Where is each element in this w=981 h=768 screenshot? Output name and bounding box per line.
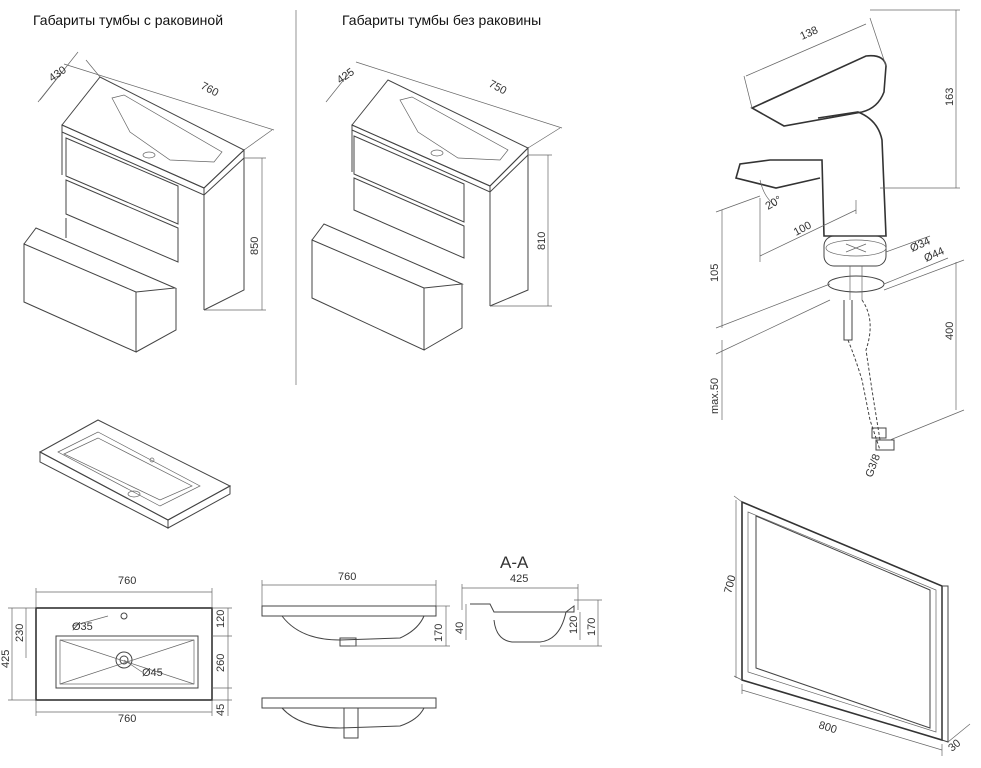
- section-rim: 40: [454, 622, 466, 634]
- mirror-drawing: 700 800 30: [722, 495, 971, 756]
- section-label: A-A: [500, 553, 529, 572]
- sink-side-view: 760 170: [261, 571, 450, 739]
- faucet-spout-height: 105: [709, 264, 721, 282]
- dim-height-with-sink: 850: [249, 237, 261, 255]
- plan-seg-a: 120: [215, 610, 227, 628]
- plan-width-top: 760: [118, 575, 136, 587]
- faucet-length: 138: [798, 24, 820, 42]
- faucet-height-top: 163: [944, 88, 956, 106]
- mirror-height: 700: [722, 574, 738, 595]
- dim-height-without-sink: 810: [536, 232, 548, 250]
- dim-width-without-sink: 750: [487, 78, 509, 97]
- dim-width-with-sink: 760: [199, 80, 221, 99]
- section-a-a: A-A 425 40 120 170: [454, 553, 602, 647]
- plan-width-bottom: 760: [118, 713, 136, 725]
- sink-isometric: [38, 419, 232, 529]
- side-width: 760: [338, 571, 356, 583]
- mirror-thickness: 30: [946, 737, 963, 754]
- section-bowl: 120: [568, 616, 580, 634]
- section-total: 170: [586, 618, 598, 636]
- faucet-thread: G3/8: [864, 453, 883, 480]
- plan-hole-tap: Ø35: [72, 621, 93, 633]
- section-depth: 425: [510, 573, 528, 585]
- plan-seg-c: 45: [215, 704, 227, 716]
- dim-depth-without-sink: 425: [335, 66, 357, 86]
- sink-plan-view: 760 760 425 230 Ø35 Ø45 120 260 45: [0, 575, 232, 725]
- faucet-reach: 100: [792, 219, 814, 238]
- faucet-max-thickness: max.50: [709, 378, 721, 414]
- title-with-sink: Габариты тумбы с раковиной: [33, 12, 224, 28]
- plan-depth: 425: [0, 650, 12, 668]
- faucet-hose-length: 400: [944, 322, 956, 340]
- cabinet-without-sink: 425 750 810: [311, 61, 563, 351]
- faucet-drawing: G3/8 138 163 20° 100 105 Ø34 Ø44: [709, 9, 965, 480]
- cabinet-with-sink: 430 760 850: [23, 51, 275, 353]
- dim-depth-with-sink: 430: [47, 64, 69, 84]
- side-height: 170: [433, 624, 445, 642]
- title-without-sink: Габариты тумбы без раковины: [342, 12, 542, 28]
- plan-front-offset: 230: [14, 624, 26, 642]
- plan-seg-b: 260: [215, 654, 227, 672]
- mirror-width: 800: [817, 719, 838, 736]
- plan-hole-drain: Ø45: [142, 667, 163, 679]
